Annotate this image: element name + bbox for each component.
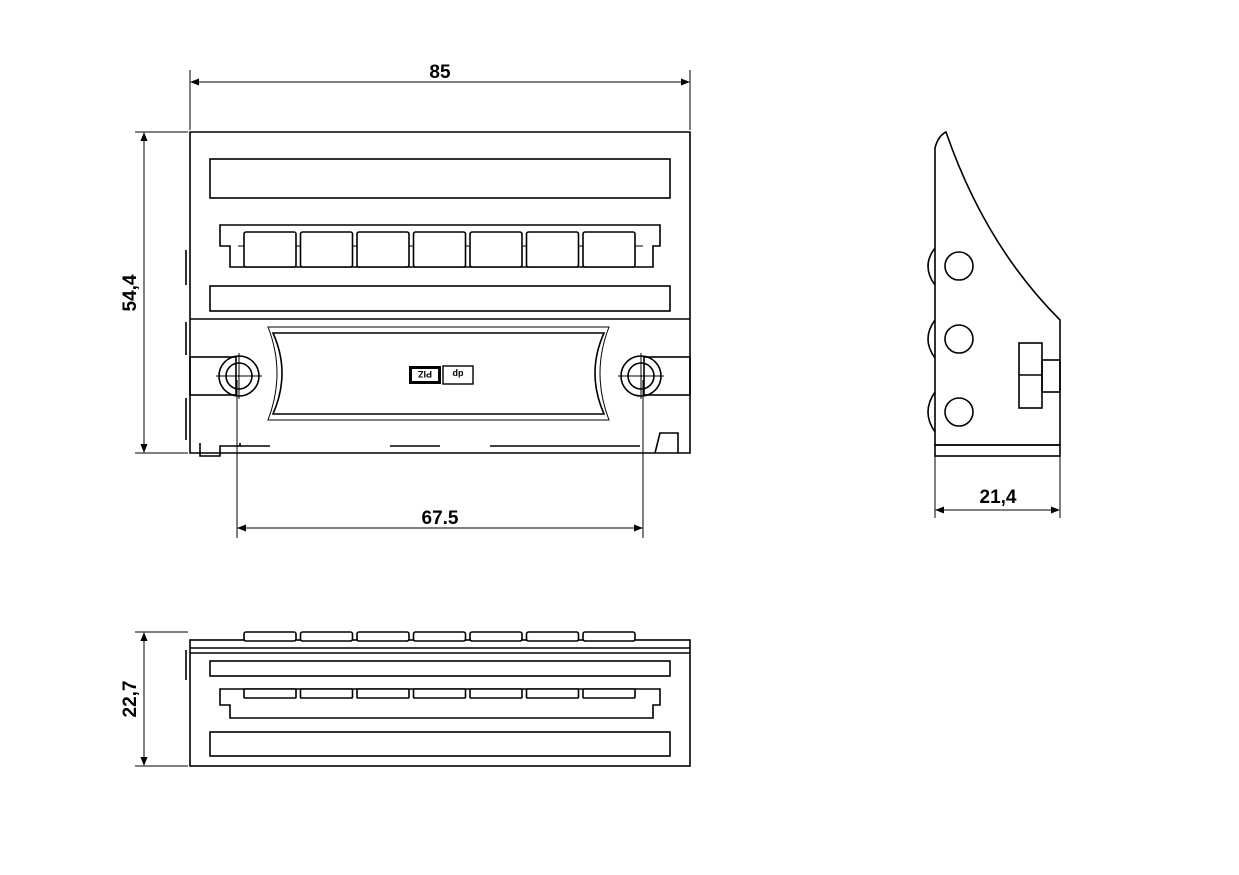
terminal-block bbox=[299, 631, 354, 642]
manufacturer-logo: PIZ dp bbox=[409, 365, 474, 385]
side-bulge bbox=[927, 391, 936, 433]
terminal-block bbox=[469, 631, 523, 642]
dim-label-width: 85 bbox=[429, 62, 451, 83]
top-label-strip bbox=[209, 660, 671, 677]
front-view: PIZ dp 85 bbox=[120, 62, 691, 538]
terminal-block bbox=[243, 231, 297, 268]
terminal-block bbox=[525, 231, 580, 268]
terminal-block bbox=[356, 631, 410, 642]
terminal-row-lower bbox=[243, 688, 636, 699]
bottom-clip-right bbox=[654, 432, 679, 454]
terminal-block bbox=[356, 688, 410, 699]
top-terminal-frame bbox=[219, 688, 661, 719]
side-base bbox=[934, 444, 1061, 457]
logo-text-right: dp bbox=[452, 369, 463, 379]
terminal-block bbox=[412, 688, 467, 699]
side-bulge bbox=[927, 319, 936, 359]
dim-label-depth: 21,4 bbox=[980, 487, 1017, 508]
side-hole bbox=[944, 324, 974, 354]
label-strip-top bbox=[209, 158, 671, 199]
terminal-block bbox=[299, 231, 354, 268]
terminal-row-upper bbox=[243, 631, 636, 642]
terminal-block bbox=[582, 631, 636, 642]
dim-label-top-height: 22,7 bbox=[120, 681, 141, 718]
mounting-screw-right bbox=[618, 353, 691, 399]
terminal-block bbox=[582, 688, 636, 699]
terminal-block bbox=[582, 231, 636, 268]
side-outline bbox=[934, 130, 1061, 446]
top-label-strip-bottom bbox=[209, 731, 671, 757]
terminal-block bbox=[525, 631, 580, 642]
cover-plate-outer bbox=[267, 326, 610, 421]
terminal-block bbox=[299, 688, 354, 699]
terminal-frame bbox=[219, 224, 661, 268]
front-outline bbox=[189, 131, 691, 454]
label-strip-bottom bbox=[209, 285, 671, 312]
cover-plate bbox=[271, 332, 606, 415]
logo-text-left: PIZ bbox=[418, 369, 433, 379]
side-hole bbox=[944, 397, 974, 427]
terminal-block bbox=[412, 631, 467, 642]
dim-label-height: 54,4 bbox=[120, 274, 141, 311]
terminal-block bbox=[243, 631, 297, 642]
side-hole bbox=[944, 251, 974, 281]
terminal-block bbox=[469, 688, 523, 699]
bottom-clip-left bbox=[199, 443, 241, 457]
side-view: 21,4 bbox=[927, 130, 1061, 518]
top-outline bbox=[189, 639, 691, 767]
terminal-block bbox=[356, 231, 410, 268]
terminal-block bbox=[412, 231, 467, 268]
top-view: 22,7 bbox=[120, 631, 691, 767]
side-bulge bbox=[927, 247, 936, 286]
terminal-block bbox=[243, 688, 297, 699]
side-clip-tab bbox=[1041, 359, 1061, 393]
mounting-screw-left bbox=[189, 353, 262, 399]
terminal-row bbox=[243, 231, 636, 268]
terminal-block bbox=[469, 231, 523, 268]
terminal-block bbox=[525, 688, 580, 699]
dim-label-spacing: 67.5 bbox=[422, 508, 459, 529]
